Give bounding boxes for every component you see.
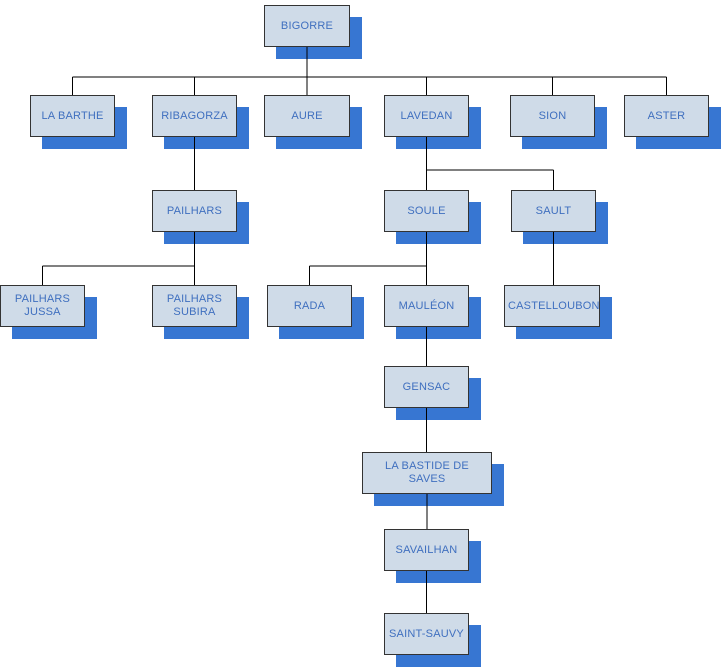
org-node-label: LA BARTHE [41, 109, 104, 122]
org-node-label: SAVAILHAN [395, 543, 458, 556]
org-node-aster[interactable]: ASTER [624, 95, 709, 137]
org-node-label: BIGORRE [280, 19, 334, 32]
org-node-label: GENSAC [402, 380, 451, 393]
org-node-sault[interactable]: SAULT [511, 190, 596, 232]
org-node-label: PAILHARS [166, 204, 223, 217]
org-node-label: RADA [293, 299, 326, 312]
org-node-ribagorza[interactable]: RIBAGORZA [152, 95, 237, 137]
org-node-la-barthe[interactable]: LA BARTHE [30, 95, 115, 137]
org-node-label: CASTELLOUBON [508, 299, 600, 312]
org-node-label: AURE [291, 109, 323, 122]
org-node-label: LAVEDAN [400, 109, 453, 122]
org-node-sion[interactable]: SION [510, 95, 595, 137]
org-node-la-bastide-de-saves[interactable]: LA BASTIDE DE SAVES [362, 452, 492, 494]
org-node-label: SION [538, 109, 567, 122]
org-node-label: SOULE [407, 204, 446, 217]
org-node-lavedan[interactable]: LAVEDAN [384, 95, 469, 137]
org-node-savailhan[interactable]: SAVAILHAN [384, 529, 469, 571]
org-node-label: PAILHARS SUBIRA [166, 293, 223, 318]
org-node-label: LA BASTIDE DE SAVES [385, 460, 469, 485]
org-node-pailhars-subira[interactable]: PAILHARS SUBIRA [152, 285, 237, 327]
org-node-label: ASTER [647, 109, 686, 122]
org-node-pailhars[interactable]: PAILHARS [152, 190, 237, 232]
org-node-label: SAINT-SAUVY [389, 627, 464, 640]
org-node-soule[interactable]: SOULE [384, 190, 469, 232]
org-node-label: SAULT [535, 204, 572, 217]
org-node-mauleon[interactable]: MAULÉON [384, 285, 469, 327]
org-node-pailhars-jussa[interactable]: PAILHARS JUSSA [0, 285, 85, 327]
org-node-rada[interactable]: RADA [267, 285, 352, 327]
org-node-aure[interactable]: AURE [264, 95, 350, 137]
org-node-label: MAULÉON [398, 299, 455, 312]
org-node-label: RIBAGORZA [161, 109, 228, 122]
org-node-label: PAILHARS JUSSA [14, 293, 71, 318]
org-node-gensac[interactable]: GENSAC [384, 366, 469, 408]
org-node-saint-sauvy[interactable]: SAINT-SAUVY [384, 613, 469, 655]
org-node-bigorre[interactable]: BIGORRE [264, 5, 350, 47]
org-node-castelloubon[interactable]: CASTELLOUBON [504, 285, 600, 327]
